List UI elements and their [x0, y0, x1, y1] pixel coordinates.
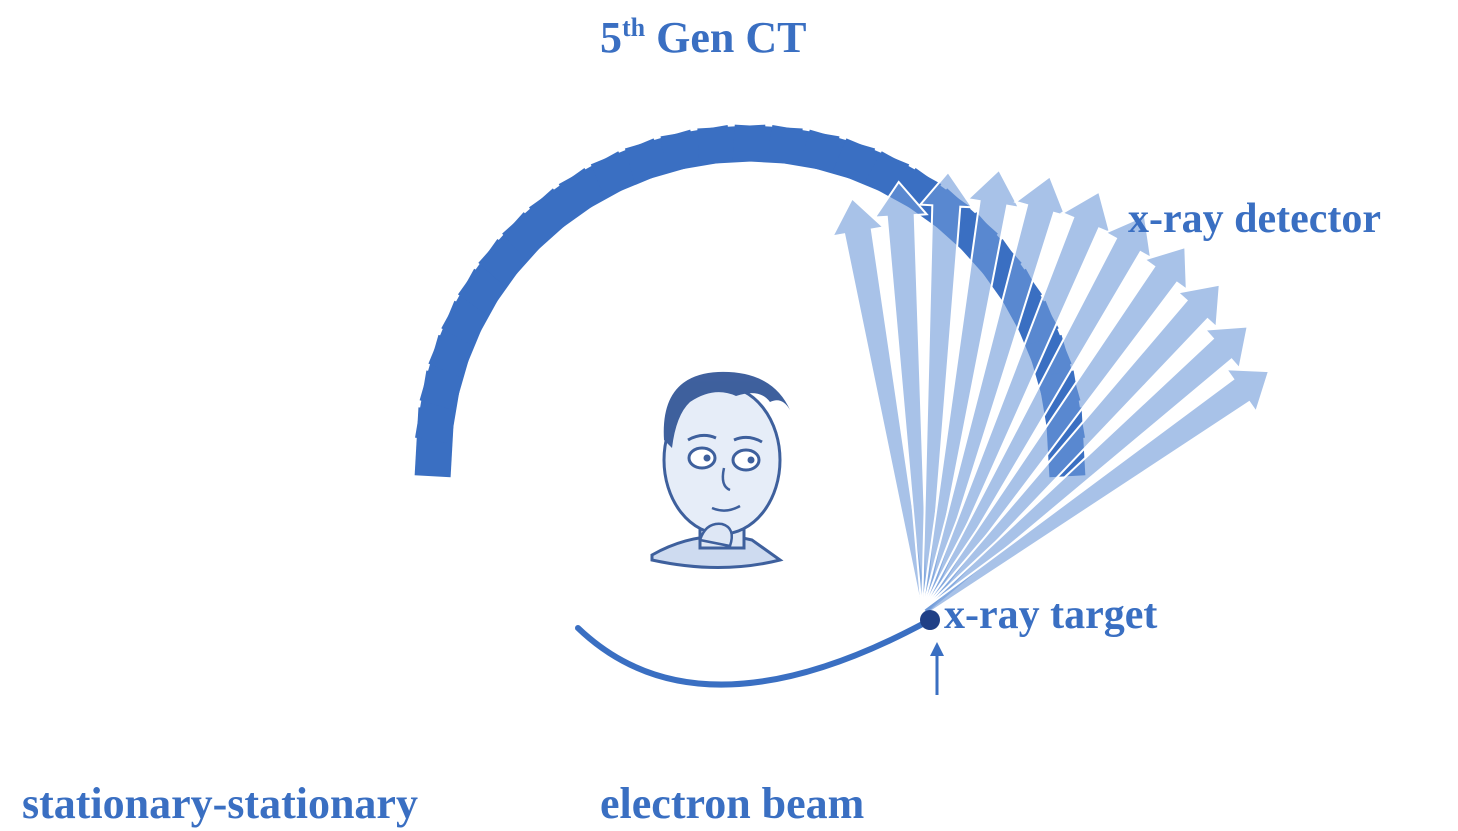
x-ray-beam-arrow — [920, 168, 1021, 614]
title-number: 5 — [600, 13, 622, 62]
x-ray-beam-arrow — [918, 170, 975, 614]
x-ray-beam-arrow — [830, 196, 930, 614]
arrow-up-icon — [930, 642, 944, 695]
x-ray-beam-arrow — [921, 214, 1153, 615]
target-dot-icon — [920, 610, 940, 630]
x-ray-beam-arrow — [921, 368, 1271, 616]
x-ray-beam-arrow — [921, 245, 1188, 616]
electron-beam-arc — [575, 617, 933, 688]
diagram-title: 5th Gen CT — [600, 13, 806, 62]
electron-beam-label: electron beam — [600, 779, 864, 828]
x-ray-target-label: x-ray target — [944, 592, 1157, 638]
x-ray-detector-label: x-ray detector — [1128, 196, 1381, 242]
x-ray-beam-arrow — [920, 174, 1068, 615]
title-rest: Gen CT — [645, 13, 806, 62]
patient-head-icon — [650, 371, 790, 569]
x-ray-beam-arrow — [921, 283, 1221, 616]
geometry-label: stationary-stationary — [22, 779, 418, 828]
title-superscript: th — [622, 13, 646, 42]
x-ray-beam-arrow — [872, 180, 930, 614]
x-ray-fan-beams — [830, 168, 1271, 616]
x-ray-beam-arrow — [921, 325, 1249, 616]
x-ray-beam-arrow — [920, 190, 1112, 615]
